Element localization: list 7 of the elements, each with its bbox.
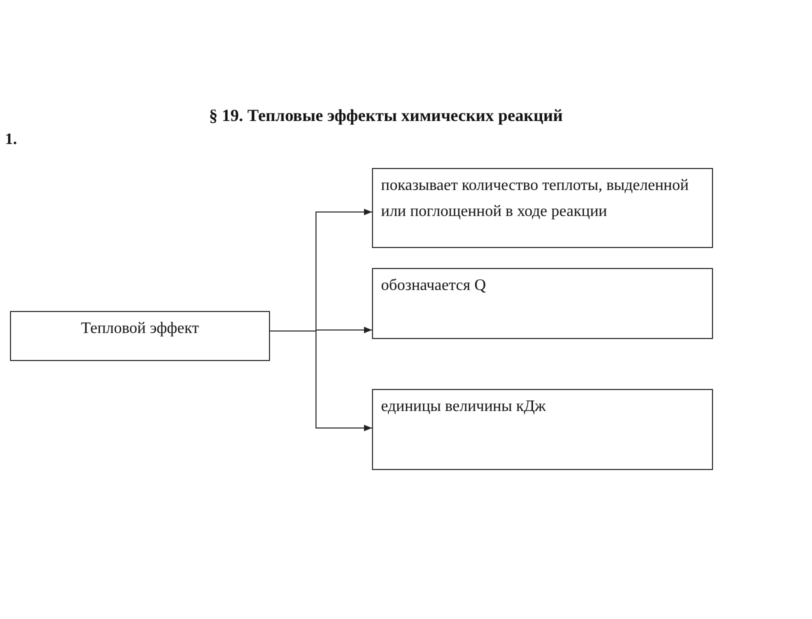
definition-box: показывает количество теплоты, выделенной или поглощенной в ходе реакции xyxy=(372,168,713,248)
item-number: 1. xyxy=(5,131,17,149)
definition-box: обозначается Q xyxy=(372,268,713,339)
concept-box: Тепловой эффект xyxy=(10,311,270,361)
definition-box: единицы величины кДж xyxy=(372,389,713,470)
title: § 19. Тепловые эффекты химических реакций xyxy=(208,106,564,126)
arrow xyxy=(270,330,372,432)
